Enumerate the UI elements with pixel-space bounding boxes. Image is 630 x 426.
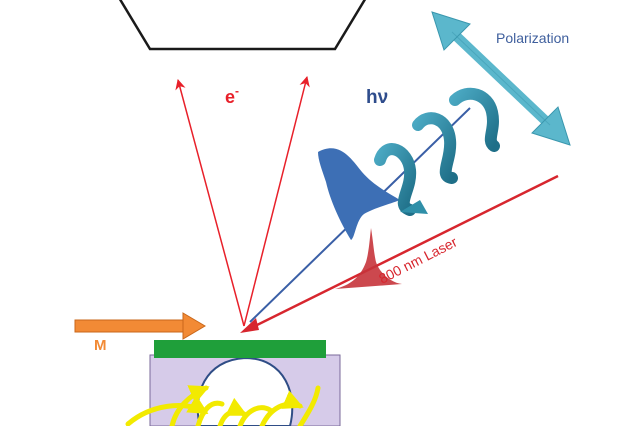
electron-arrow-right <box>243 75 310 327</box>
detector-hexagon <box>118 0 367 51</box>
photon-pulse <box>318 148 400 240</box>
polarization-helix <box>374 87 500 216</box>
laser-pulse <box>335 228 402 289</box>
polarization-arrow <box>431 11 571 146</box>
magnetization-label: M <box>94 337 107 354</box>
electron-arrow-left <box>175 78 245 327</box>
photon-label: hν <box>366 87 388 108</box>
field-lines <box>125 385 321 426</box>
magnetization-arrow <box>74 312 206 340</box>
electron-label: e- <box>225 84 239 107</box>
laser-beam <box>246 174 559 332</box>
polarization-label: Polarization <box>496 30 569 46</box>
laser-arrowhead <box>240 318 259 333</box>
sample-plate <box>154 340 326 358</box>
